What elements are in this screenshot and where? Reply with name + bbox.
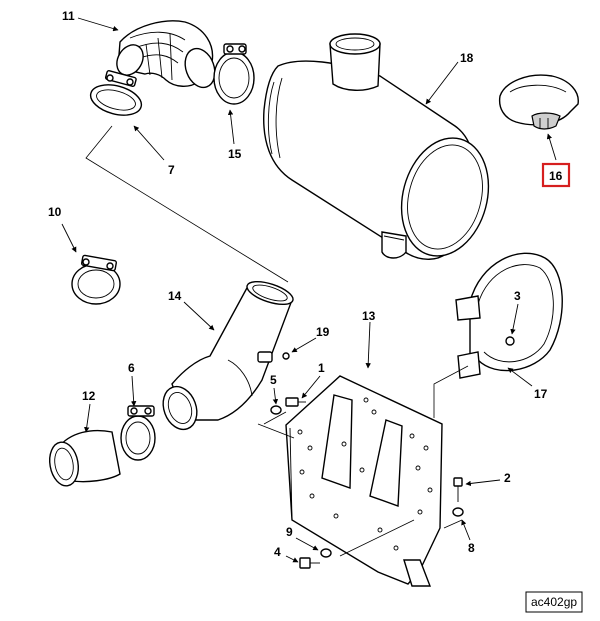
part-13-mounting-plate[interactable] <box>285 375 443 587</box>
callout-1[interactable]: 1 <box>318 361 325 375</box>
leader-lines <box>61 17 557 563</box>
callout-2[interactable]: 2 <box>504 471 511 485</box>
part-8-washer[interactable] <box>452 507 464 517</box>
reference-code: ac402gp <box>531 595 577 609</box>
callout-13[interactable]: 13 <box>362 309 376 323</box>
callout-19[interactable]: 19 <box>316 325 330 339</box>
part-1-bolt[interactable] <box>285 397 306 407</box>
callout-17[interactable]: 17 <box>534 387 548 401</box>
callout-labels: 11 7 15 18 16 10 14 19 13 3 17 12 6 5 1 … <box>48 9 571 559</box>
callout-14[interactable]: 14 <box>168 289 182 303</box>
part-17-mounting-band[interactable] <box>455 252 563 379</box>
callout-16-highlight-box <box>541 162 571 188</box>
callout-5[interactable]: 5 <box>270 373 277 387</box>
reference-code-box: ac402gp <box>525 591 583 613</box>
part-7-hose-clamp[interactable] <box>87 70 144 120</box>
callout-18[interactable]: 18 <box>460 51 474 65</box>
callout-11[interactable]: 11 <box>62 9 75 23</box>
assembly-lines <box>85 125 469 557</box>
part-9-washer[interactable] <box>320 548 332 558</box>
callout-16[interactable]: 16 <box>549 169 563 183</box>
callout-3[interactable]: 3 <box>514 289 521 303</box>
callout-15[interactable]: 15 <box>228 147 242 161</box>
part-19-fitting[interactable] <box>257 351 290 363</box>
part-11-elbow-hose[interactable] <box>112 20 220 92</box>
mounting-plate-holes <box>297 397 433 551</box>
part-10-hose-clamp[interactable] <box>71 254 121 305</box>
part-14-inlet-tube[interactable] <box>157 277 295 434</box>
part-4-bolt[interactable] <box>299 557 320 569</box>
callout-10[interactable]: 10 <box>48 205 62 219</box>
callout-12[interactable]: 12 <box>82 389 96 403</box>
part-15-hose-clamp[interactable] <box>213 43 255 105</box>
callout-6[interactable]: 6 <box>128 361 135 375</box>
callout-8[interactable]: 8 <box>468 541 475 555</box>
callout-9[interactable]: 9 <box>286 525 293 539</box>
part-6-hose-clamp[interactable] <box>120 405 156 461</box>
part-18-air-cleaner[interactable] <box>263 33 501 266</box>
part-5-washer[interactable] <box>270 405 282 415</box>
callout-7[interactable]: 7 <box>168 163 175 177</box>
callout-4[interactable]: 4 <box>274 545 281 559</box>
part-16-rain-cap[interactable] <box>498 74 579 130</box>
part-12-hose[interactable] <box>46 429 121 489</box>
part-2-bolt[interactable] <box>453 477 463 502</box>
